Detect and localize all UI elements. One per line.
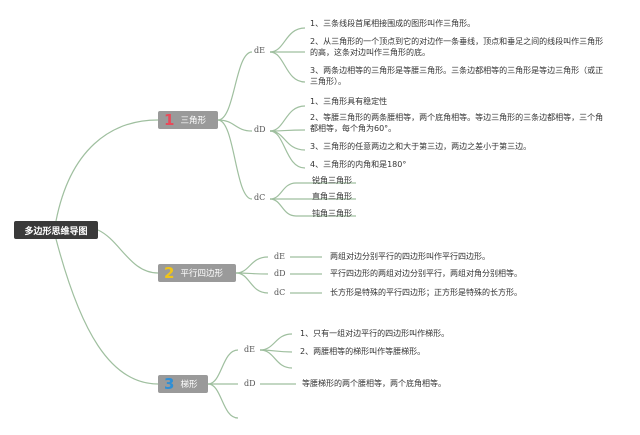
connector-root-node2 [97,229,159,274]
n2-dE-item-1: 两组对边分别平行的四边形叫作平行四边形。 [330,252,490,261]
n1-dD-item-3: 3、三角形的任意两边之和大于第三边，两边之差小于第三边。 [310,142,532,151]
n1-tag-dD: dD [254,125,266,134]
n2-dC-item-1: 长方形是特殊的平行四边形；正方形是特殊的长方形。 [330,288,522,297]
node-trapezoid-label: 梯形 [180,380,198,390]
number-3-badge: 3 [164,375,175,393]
connector-n2-dE [235,256,269,274]
node-trapezoid[interactable]: 3 梯形 [158,375,208,393]
n1-dD-item-4: 4、三角形的内角和是180° [310,160,407,169]
node-triangle[interactable]: 1 三角形 [158,111,218,129]
n1-dD-item-1: 1、三角形具有稳定性 [310,97,388,106]
n2-tag-dC: dC [274,288,286,297]
n1-dC-item-1: 锐角三角形 [312,176,352,185]
n2-tag-dE: dE [274,252,285,261]
connector-n1-dC [217,119,253,200]
n1-dE-item-2: 2、从三角形的一个顶点到它的对边作一条垂线，顶点和垂足之间的线段叫作三角形的高，… [310,37,604,57]
connector-root-node3 [55,238,159,385]
number-1-badge: 1 [164,111,175,129]
n1-dD-item-2: 2、等腰三角形的两条腰相等，两个底角相等。等边三角形的三条边都相等，三个角都相等… [310,113,604,133]
n2-dD-item-1: 平行四边形的两组对边分别平行，两组对角分别相等。 [330,269,522,278]
n3-tag-dE: dE [244,345,255,354]
n1-dC-item-2: 直角三角形 [312,192,352,201]
n2-tag-dD: dD [274,269,286,278]
connector-n1-dD [217,119,253,132]
root-node[interactable]: 多边形思维导图 [14,221,98,239]
n1-dE-item-1: 1、三条线段首尾相接围成的图形叫作三角形。 [310,19,476,28]
n3-tag-dD: dD [244,379,256,388]
n3-dD-item-1: 等腰梯形的两个腰相等，两个底角相等。 [302,379,446,388]
n1-tag-dC: dC [254,193,266,202]
n1-dE-item-3: 3、两条边相等的三角形是等腰三角形。三条边都相等的三角形是等边三角形（或正三角形… [310,66,604,86]
connector-n3-dE [207,349,239,385]
connector-root-node1 [55,119,159,222]
n1-dC-item-3: 钝角三角形 [312,209,352,218]
n3-dE-item-1: 1、只有一组对边平行的四边形叫作梯形。 [300,329,450,338]
number-2-badge: 2 [164,264,175,282]
connector-n1-dE [217,51,253,121]
connector-n2-dC [235,272,269,294]
n3-dE-item-2: 2、两腰相等的梯形叫作等腰梯形。 [300,347,426,356]
node-parallelogram-label: 平行四边形 [180,269,223,279]
n1-tag-dE: dE [254,46,265,55]
node-triangle-label: 三角形 [180,116,206,126]
node-parallelogram[interactable]: 2 平行四边形 [158,264,236,282]
